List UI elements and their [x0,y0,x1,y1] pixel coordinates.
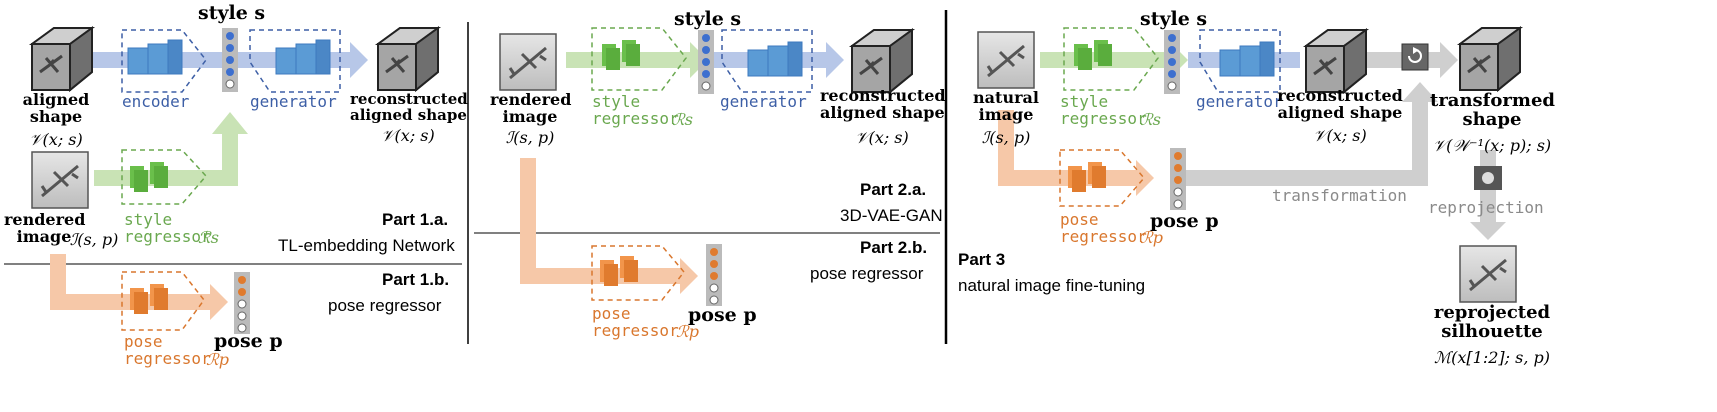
part1b-title: Part 1.b. [382,270,450,289]
pose-regressor-label: pose regressor [124,332,211,368]
reconstructed-cube-icon [1304,28,1368,94]
silhouette-label: reprojected silhouette [1433,302,1551,342]
part2a-title: Part 2.a. [860,180,927,199]
generator-label: generator [1196,92,1283,111]
part3-diagram [976,26,1522,304]
aligned-shape-cube-icon [30,26,94,92]
transformed-cube-icon [1458,26,1522,92]
generator-label: generator [720,92,807,111]
pose-regressor-math: ℛp [206,350,230,369]
orange-arrow [520,158,698,294]
natural-image-icon [976,30,1036,90]
generator-blocks-icon [747,41,803,77]
pose-regressor-label: pose regressor [592,304,679,340]
rendered-label: rendered image [4,210,86,246]
pose-label: pose p [688,304,757,326]
pose-regressor-box [1059,149,1145,207]
transformed-shape-math: 𝒱(𝒲⁻¹(x; p); s) [1432,136,1552,155]
part2b-title: Part 2.b. [860,238,928,257]
natural-image-label: natural image [973,88,1039,124]
reconstructed-label: reconstructed aligned shape [350,90,468,124]
style-regressor-math: ℛs [672,110,693,129]
transformation-label: transformation [1272,186,1407,205]
natural-image-math: ℐ(s, p) [981,128,1031,147]
generator-box [721,29,813,93]
style-label: style s [674,8,742,30]
reconstructed-cube-icon [376,26,440,92]
style-regressor-label: style regressor [1060,92,1147,128]
rotate-icon [1401,43,1429,71]
reconstructed-math: 𝒱(x; s) [381,126,435,145]
gray-transform-arrow [1186,82,1438,186]
pose-regressor-box [591,245,685,301]
green-arrow [1040,42,1188,78]
style-regressor-math: ℛs [1140,110,1161,129]
silhouette-math: ℳ(x[1:2]; s, p) [1434,348,1550,367]
pose-label: pose p [1150,210,1219,232]
encoder-box [121,29,207,93]
pose-regressor-math: ℛp [676,322,700,341]
pose-label: pose p [214,330,283,352]
part1-diagram [30,26,440,334]
transformed-shape-label: transformed shape [1430,90,1555,130]
generator-label: generator [250,92,337,111]
rendered-image-icon [498,32,558,92]
style-regressor-math: ℛs [198,228,219,247]
generator-blocks-icon [1219,41,1275,77]
part2-diagram [498,27,914,306]
aligned-shape-label: aligned shape [22,90,90,126]
rendered-label: rendered image [490,90,572,126]
reprojection-label: reprojection [1428,198,1544,217]
part3-subtitle: natural image fine-tuning [958,276,1146,295]
green-arrow [94,112,248,186]
part3-title: Part 3 [958,250,1006,269]
style-regressor-box [1063,27,1159,91]
generator-box [1199,29,1281,93]
gray-arrow-reprojection [1470,150,1506,240]
part1a-title: Part 1.a. [382,210,449,229]
reconstructed-math: 𝒱(x; s) [1313,126,1367,145]
orange-arrow [998,110,1154,196]
orange-arrow [50,254,228,320]
part1a-subtitle: TL-embedding Network [278,236,455,255]
encoder-blocks-icon [127,39,183,75]
reconstructed-label: reconstructed aligned shape [820,86,946,122]
rendered-image-icon [30,150,90,210]
part1b-subtitle: pose regressor [328,296,442,315]
reconstructed-label: reconstructed aligned shape [1277,86,1403,122]
rendered-math: ℐ(s, p) [69,230,119,249]
aligned-shape-math: 𝒱(x; s) [29,130,83,149]
pose-regressor-box [121,271,205,331]
pose-regressor-math: ℛp [1140,228,1164,247]
silhouette-image-icon [1458,244,1518,304]
reconstructed-cube-icon [850,28,914,94]
style-regressor-label: style regressor [592,92,679,128]
style-regressor-box [591,27,687,91]
style-regressor-box [121,149,208,205]
generator-box [249,29,341,93]
part2b-subtitle: pose regressor [810,264,924,283]
style-label: style s [198,2,266,24]
style-label: style s [1140,8,1208,30]
pose-regressor-label: pose regressor [1060,210,1147,246]
reconstructed-math: 𝒱(x; s) [855,128,909,147]
rendered-math: ℐ(s, p) [505,128,555,147]
style-regressor-label: style regressor [124,210,211,246]
part2a-subtitle: 3D-VAE-GAN [840,206,943,225]
encoder-label: encoder [122,92,190,111]
generator-blocks-icon [275,39,331,75]
